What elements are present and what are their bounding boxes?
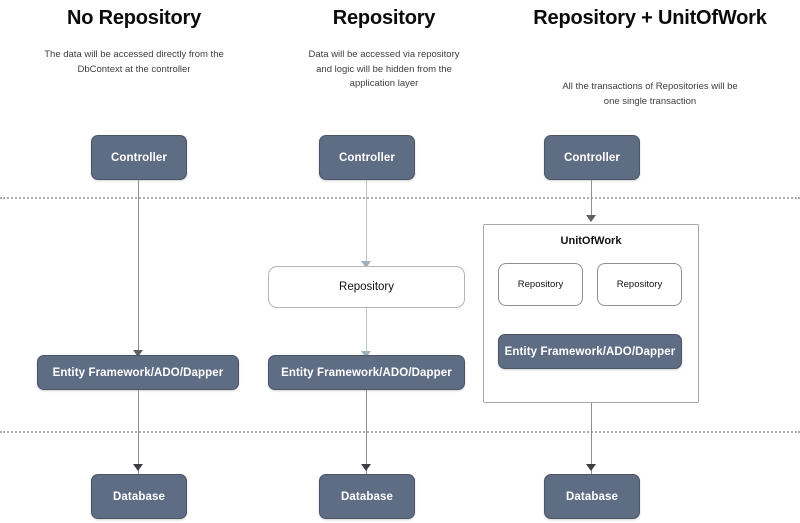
column-title-repository: Repository — [332, 7, 436, 29]
connector-unitofwork-to-database-col3 — [591, 403, 592, 475]
node-data-access-col1[interactable]: Entity Framework/ADO/Dapper — [37, 355, 239, 390]
column-repository: Repository Data will be accessed via rep… — [268, 0, 500, 523]
connector-controller-to-repository-col2 — [366, 180, 367, 266]
node-controller-col3[interactable]: Controller — [544, 135, 640, 180]
arrowhead-unitofwork-to-database-col3 — [586, 464, 596, 471]
column-title-repository-unitofwork: Repository + UnitOfWork — [533, 7, 767, 29]
node-controller-col1[interactable]: Controller — [91, 135, 187, 180]
column-subtitle-no-repository: The data will be accessed directly from … — [44, 49, 224, 75]
connector-controller-to-dataaccess-col1 — [138, 180, 139, 355]
band-divider-upper — [0, 197, 800, 199]
arrowhead-repository-to-dataaccess-col2 — [361, 351, 371, 358]
node-controller-col2[interactable]: Controller — [319, 135, 415, 180]
column-no-repository: No Repository The data will be accessed … — [0, 0, 268, 523]
column-subtitle-repository: Data will be accessed via repository and… — [308, 49, 460, 90]
node-repository-col2[interactable]: Repository — [268, 266, 465, 308]
node-repository-left-col3[interactable]: Repository — [498, 263, 583, 306]
column-title-no-repository: No Repository — [66, 7, 202, 29]
arrowhead-controller-to-unitofwork-col3 — [586, 215, 596, 222]
band-divider-lower — [0, 431, 800, 433]
connector-dataaccess-to-database-col2 — [366, 390, 367, 475]
arrowhead-controller-to-dataaccess-col1 — [133, 350, 143, 357]
connector-controller-to-unitofwork-col3 — [591, 180, 592, 218]
node-repository-right-col3[interactable]: Repository — [597, 263, 682, 306]
group-unitofwork-col3: UnitOfWork Repository Repository Entity … — [483, 224, 699, 403]
arrowhead-dataaccess-to-database-col1 — [133, 464, 143, 471]
node-data-access-col3[interactable]: Entity Framework/ADO/Dapper — [498, 334, 682, 369]
arrowhead-controller-to-repository-col2 — [361, 261, 371, 268]
connector-dataaccess-to-database-col1 — [138, 390, 139, 475]
node-database-col1[interactable]: Database — [91, 474, 187, 519]
arrowhead-dataaccess-to-database-col2 — [361, 464, 371, 471]
column-repository-unitofwork: Repository + UnitOfWork All the transact… — [483, 0, 800, 523]
node-data-access-col2[interactable]: Entity Framework/ADO/Dapper — [268, 355, 465, 390]
group-label-unitofwork: UnitOfWork — [560, 235, 622, 247]
column-subtitle-repository-unitofwork: All the transactions of Repositories wil… — [562, 81, 738, 107]
node-database-col2[interactable]: Database — [319, 474, 415, 519]
node-database-col3[interactable]: Database — [544, 474, 640, 519]
connector-repository-to-dataaccess-col2 — [366, 308, 367, 358]
